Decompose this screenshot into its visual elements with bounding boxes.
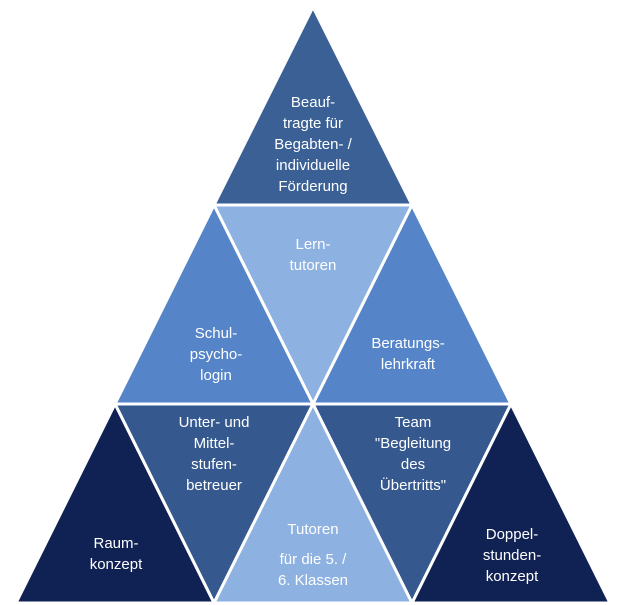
label-doppelstundenkonzept: Doppel- stunden- konzept [427, 524, 597, 587]
label-beratungslehrkraft: Beratungs- lehrkraft [323, 333, 493, 375]
label-line: stufen- [191, 456, 237, 473]
label-line: Unter- und [178, 414, 250, 431]
label-line: Schul- [194, 325, 238, 342]
segment-tutoren [211, 400, 415, 605]
segment-raumkonzept [13, 400, 217, 605]
label-line: Beauf- [290, 94, 336, 111]
segment-doppelstundenkonzept [409, 400, 613, 605]
label-line: login [200, 367, 232, 384]
label-line: Mittel- [193, 435, 235, 452]
label-line: psycho- [189, 346, 243, 363]
label-line: konzept [89, 556, 143, 573]
label-line: für die 5. / [279, 551, 347, 568]
label-line: betreuer [186, 477, 242, 494]
label-line: Team [394, 414, 432, 431]
label-unter-mittelstufenbetreuer: Unter- und Mittel- stufen- betreuer [129, 412, 299, 496]
label-raumkonzept: Raum- konzept [31, 533, 201, 575]
label-line: tutoren [289, 257, 337, 274]
label-line: Raum- [93, 535, 139, 552]
label-line: "Begleitung [374, 435, 452, 452]
label-line: tragte für [282, 115, 344, 132]
label-line: individuelle [275, 157, 351, 174]
label-line: konzept [485, 568, 539, 585]
label-line: des [400, 456, 426, 473]
label-line: Förderung [278, 178, 348, 195]
label-line: stunden- [482, 547, 542, 564]
label-line: Beratungs- [371, 335, 445, 352]
label-line: Lern- [295, 236, 331, 253]
label-line: lehrkraft [380, 356, 436, 373]
label-line: Doppel- [485, 526, 539, 543]
label-line: Übertritts" [379, 477, 447, 494]
label-line: Tutoren [287, 521, 339, 538]
label-schulpsychologin: Schul- psycho- login [131, 323, 301, 386]
label-beauftragte: Beauf- tragte für Begabten- / individuel… [228, 92, 398, 197]
label-line: 6. Klassen [277, 572, 349, 589]
label-team-uebertritt: Team "Begleitung des Übertritts" [328, 412, 498, 496]
label-lerntutoren: Lern- tutoren [228, 234, 398, 276]
label-tutoren: Tutoren für die 5. / 6. Klassen [228, 519, 398, 591]
label-line: Begabten- / [274, 136, 352, 153]
